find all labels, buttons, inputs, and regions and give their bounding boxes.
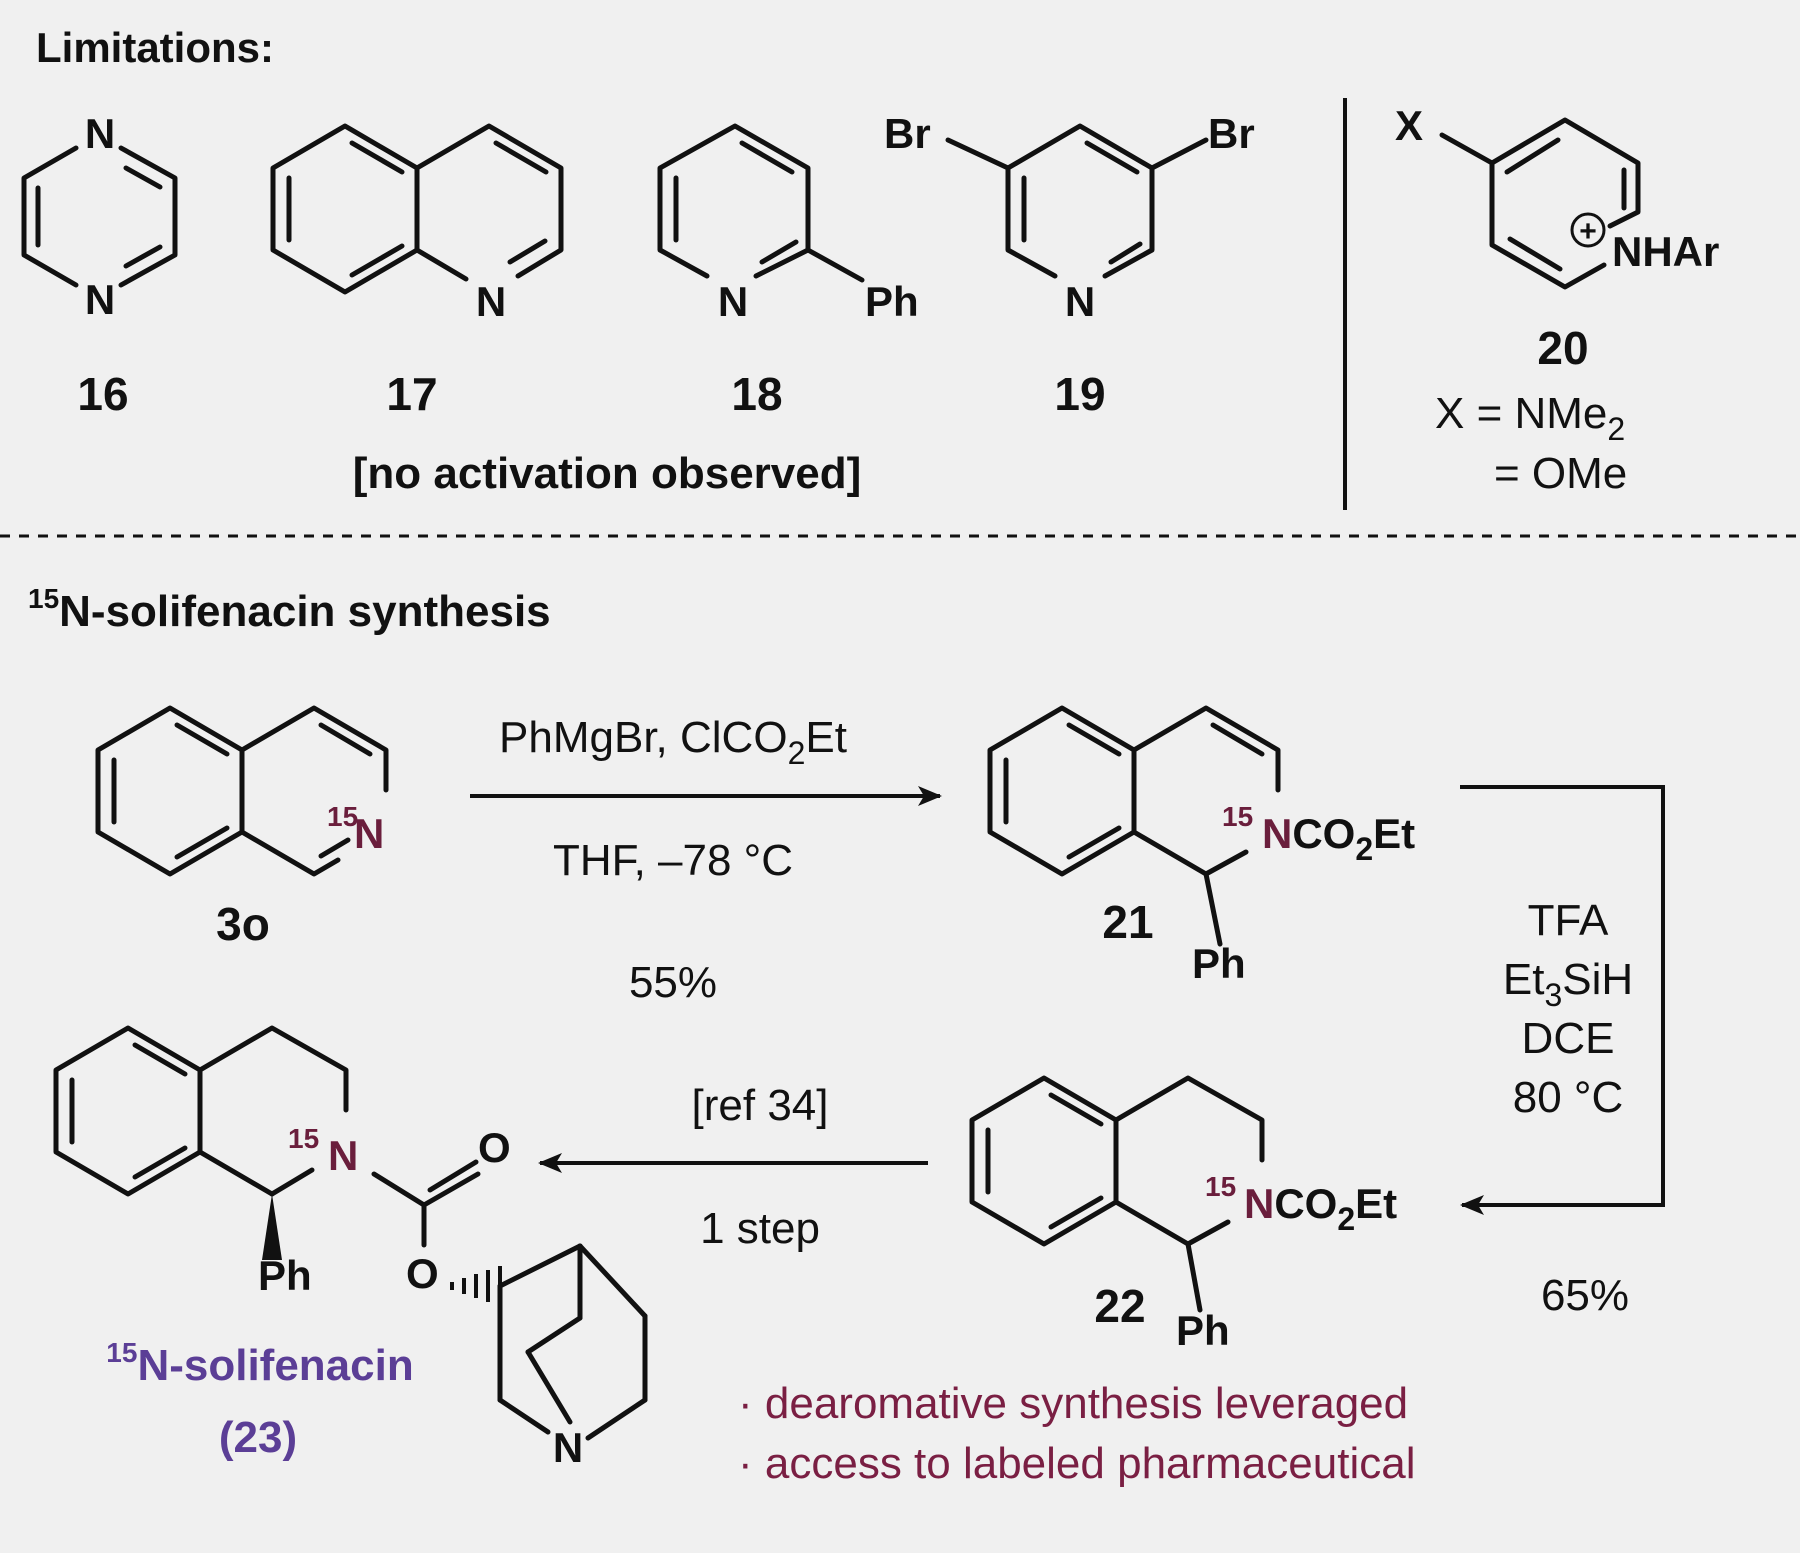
compound-18-structure: N Ph: [657, 123, 919, 325]
wedge-bond: [262, 1194, 282, 1260]
compound-label-22: 22: [1094, 1280, 1145, 1332]
compound-19-structure: Br Br N: [884, 110, 1255, 325]
atom-n: N: [1065, 278, 1095, 325]
note-labeled: · access to labeled pharmaceutical: [738, 1439, 1415, 1488]
atom-n: N: [85, 110, 115, 157]
note-dearomative: · dearomative synthesis leveraged: [738, 1379, 1408, 1428]
step3-reference: [ref 34]: [692, 1081, 829, 1130]
substituent-br: Br: [884, 110, 931, 157]
atom-n: N: [476, 278, 506, 325]
synthesis-title: 15N-solifenacin synthesis: [28, 583, 551, 636]
step2-yield: 65%: [1541, 1271, 1629, 1320]
step3-steps: 1 step: [700, 1204, 820, 1253]
atom-15n: 15N: [327, 801, 384, 857]
step1-yield: 55%: [629, 958, 717, 1007]
step1-conditions: THF, –78 °C: [553, 836, 793, 885]
substituent-br: Br: [1208, 110, 1255, 157]
step1-reagents: PhMgBr, ClCO2Et: [499, 713, 847, 771]
compound-label-17: 17: [386, 368, 437, 420]
compound-label-19: 19: [1054, 368, 1105, 420]
x-definition-2: = OMe: [1494, 449, 1627, 498]
x-definition-1: X = NMe2: [1435, 389, 1625, 447]
limitations-title: Limitations:: [36, 24, 274, 71]
atom-n: N: [85, 276, 115, 323]
compound-label-18: 18: [731, 368, 782, 420]
compound-label-3o: 3o: [216, 898, 270, 950]
atom-quinuclidine-n: N: [553, 1424, 583, 1471]
compound-3o-structure: 15N: [95, 705, 389, 877]
atom-ester-o: O: [406, 1250, 439, 1297]
substituent-ph: Ph: [1176, 1307, 1230, 1354]
atom-n: N: [718, 278, 748, 325]
step2-solvent: DCE: [1522, 1014, 1615, 1063]
substituent-x: X: [1395, 102, 1423, 149]
substituent-ph: Ph: [1192, 940, 1246, 987]
atom-carbonyl-o: O: [478, 1124, 511, 1171]
no-activation-note: [no activation observed]: [353, 449, 862, 498]
substituent-ph: Ph: [258, 1252, 312, 1299]
compound-label-23: (23): [219, 1413, 297, 1462]
hashed-bond: [450, 1266, 502, 1306]
step2-reagent-tfa: TFA: [1528, 896, 1609, 945]
charge-sign: +: [1579, 215, 1597, 248]
compound-label-21: 21: [1102, 896, 1153, 948]
compound-label-16: 16: [77, 368, 128, 420]
step2-arrow: [1460, 785, 1665, 1215]
substituent-ph: Ph: [865, 278, 919, 325]
compound-16-structure: N N: [21, 110, 178, 323]
compound-label-20: 20: [1537, 322, 1588, 374]
positive-charge-icon: [1570, 212, 1606, 248]
substituent-nhar: NHAr: [1612, 228, 1719, 275]
compound-20-structure: X + NHAr: [1395, 102, 1719, 290]
compound-17-structure: N: [270, 123, 564, 325]
step2-temperature: 80 °C: [1513, 1073, 1624, 1122]
compound-name-23: 15N-solifenacin: [106, 1337, 413, 1390]
step2-reagent-silane: Et3SiH: [1503, 955, 1633, 1013]
